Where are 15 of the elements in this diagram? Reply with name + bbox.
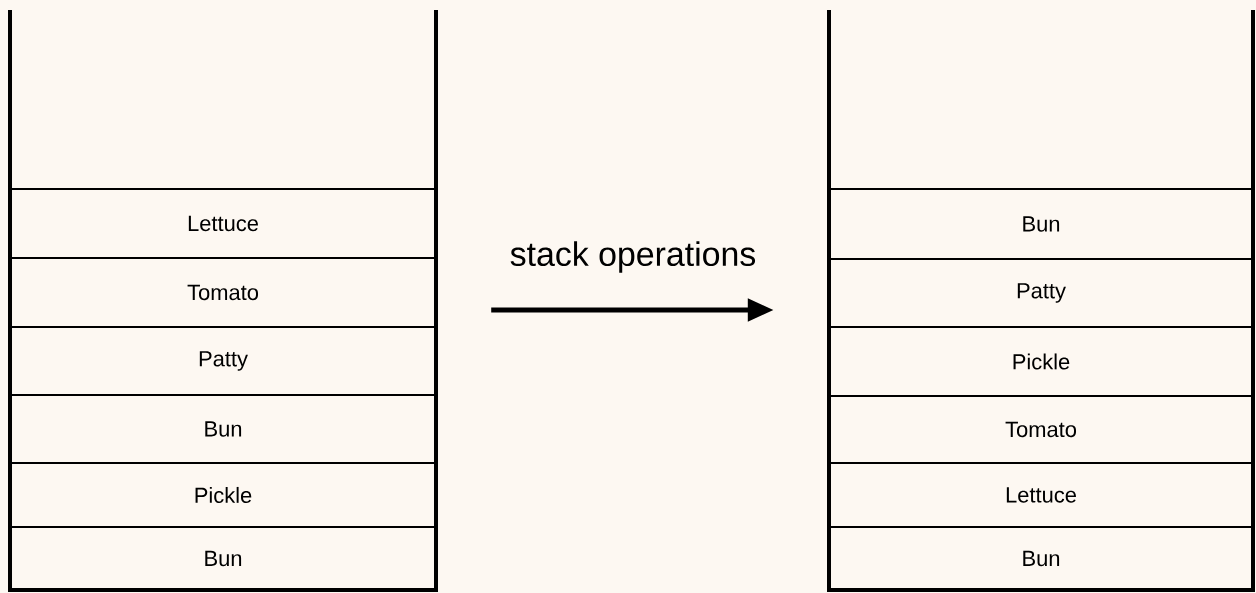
stack-container — [8, 10, 438, 592]
stack-item: Tomato — [187, 284, 259, 301]
stack-item: Patty — [199, 351, 248, 371]
stack-item: Bun — [1023, 550, 1060, 567]
stack-item: Lettuce — [188, 215, 258, 232]
stack-item: Pickle — [1013, 353, 1070, 370]
stack-item: Patty — [1017, 283, 1066, 303]
stack-item: Bun — [1023, 216, 1060, 232]
stack-item: Pickle — [195, 486, 252, 504]
stack-item: Lettuce — [1006, 487, 1076, 503]
stack-item: Tomato — [1005, 421, 1077, 438]
stack-item: Bun — [205, 421, 242, 437]
stack-container — [827, 10, 1255, 592]
edge-label: stack operations — [510, 241, 756, 273]
stack-item: Bun — [205, 550, 242, 567]
